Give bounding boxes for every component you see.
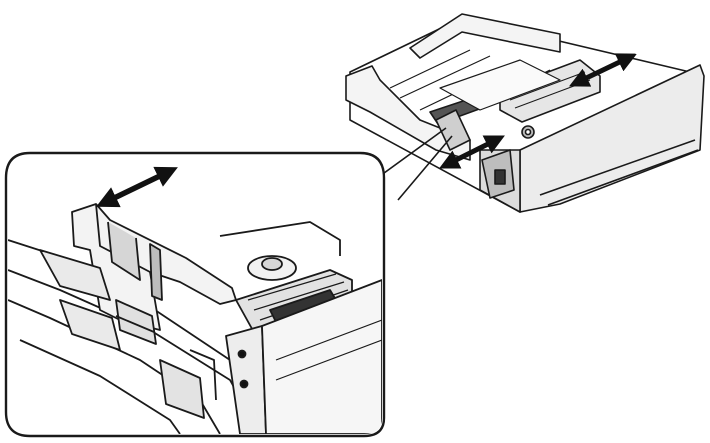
paper-tray-main <box>345 13 705 213</box>
tray-back-wall <box>409 13 561 59</box>
arrow-icon-rear-guide <box>568 53 638 87</box>
lift-plate <box>439 59 561 111</box>
callout-pointer <box>379 127 453 201</box>
detail-callout <box>4 151 386 438</box>
detail-front-panel <box>225 325 267 434</box>
arrow-icon-side-guide <box>439 135 505 169</box>
arrow-icon-detail-guide <box>96 166 178 208</box>
detail-side-panel <box>261 279 382 434</box>
